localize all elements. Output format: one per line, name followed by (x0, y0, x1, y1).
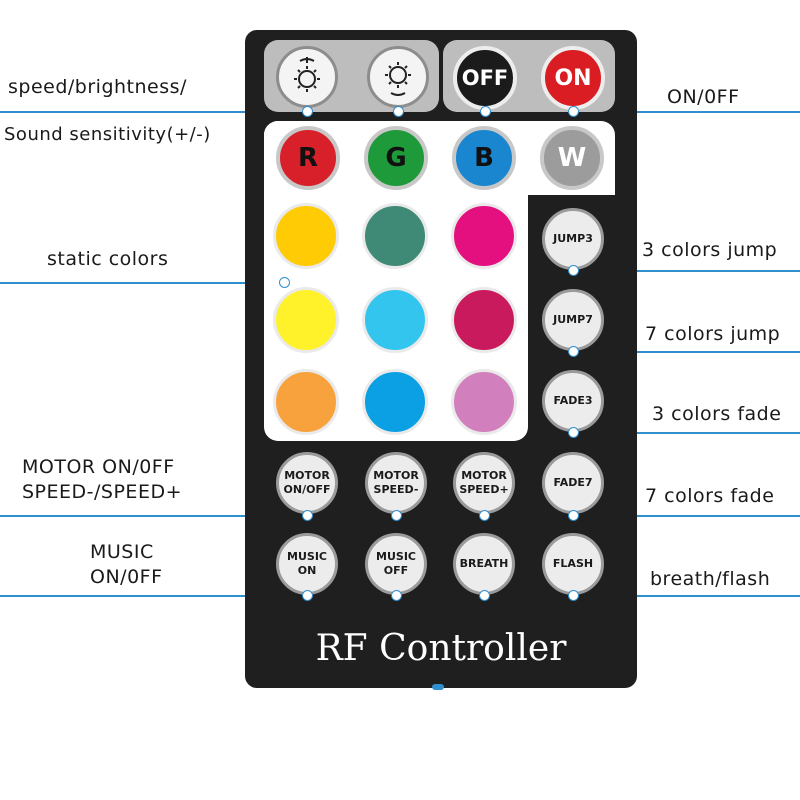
callout-line-jump7 (572, 351, 800, 353)
blue-button[interactable]: B (452, 126, 516, 190)
label-music-onoff: ON/0FF (90, 566, 163, 588)
label-breath-flash: breath/flash (650, 568, 771, 590)
color-swatch-pink-violet[interactable] (451, 369, 517, 435)
callout-dot-motor-1 (302, 510, 313, 521)
motor-speed-plus-line2: SPEED+ (459, 483, 509, 496)
motor-speed-minus-line1: MOTOR (373, 469, 419, 482)
callout-line-onoff (485, 111, 800, 113)
color-swatch-yellow-orange[interactable] (273, 203, 339, 269)
motor-on-off-line2: ON/OFF (283, 483, 331, 496)
flash-button[interactable]: FLASH (542, 533, 604, 595)
label-7-colors-jump: 7 colors jump (645, 323, 781, 345)
callout-dot-music-2 (391, 590, 402, 601)
sun-minus-icon (385, 62, 411, 96)
callout-dot-speed-1 (302, 106, 313, 117)
callout-dot-static (279, 277, 290, 288)
color-swatch-sky-blue[interactable] (362, 369, 428, 435)
jump3-button[interactable]: JUMP3 (542, 208, 604, 270)
label-on-off: ON/0FF (667, 86, 740, 108)
color-swatch-magenta[interactable] (451, 203, 517, 269)
callout-line-static (0, 282, 284, 284)
label-motor-speed: SPEED-/SPEED+ (22, 481, 182, 503)
callout-dot-speed-2 (393, 106, 404, 117)
label-3-colors-jump: 3 colors jump (642, 239, 778, 261)
remote-title: RF Controller (315, 628, 567, 669)
label-3-colors-fade: 3 colors fade (652, 403, 782, 425)
music-off-line1: MUSIC (376, 550, 416, 563)
label-music: MUSIC (90, 541, 154, 563)
color-swatch-crimson[interactable] (451, 287, 517, 353)
callout-line-speed (0, 111, 400, 113)
callout-dot-off (480, 106, 491, 117)
brightness-down-button[interactable] (367, 46, 429, 108)
callout-dot-jump7 (568, 346, 579, 357)
color-swatch-teal-green[interactable] (362, 203, 428, 269)
label-7-colors-fade: 7 colors fade (645, 485, 775, 507)
on-button[interactable]: ON (541, 46, 605, 110)
music-on-line2: ON (297, 564, 317, 577)
fade7-button[interactable]: FADE7 (542, 452, 604, 514)
jump7-button[interactable]: JUMP7 (542, 289, 604, 351)
breath-button[interactable]: BREATH (453, 533, 515, 595)
callout-dot-breath (479, 590, 490, 601)
music-on-line1: MUSIC (287, 550, 327, 563)
color-swatch-yellow[interactable] (273, 287, 339, 353)
white-button[interactable]: W (540, 126, 604, 190)
callout-dot-motor-2 (391, 510, 402, 521)
motor-speed-minus-line2: SPEED- (373, 483, 419, 496)
remote-notch (432, 684, 444, 690)
off-button[interactable]: OFF (453, 46, 517, 110)
red-button[interactable]: R (276, 126, 340, 190)
motor-speed-plus-line1: MOTOR (461, 469, 507, 482)
callout-dot-motor-3 (479, 510, 490, 521)
music-off-line2: OFF (383, 564, 409, 577)
sun-plus-icon (294, 57, 320, 92)
callout-line-jump3 (572, 270, 800, 272)
callout-dot-on (568, 106, 579, 117)
motor-on-off-line1: MOTOR (284, 469, 330, 482)
green-button[interactable]: G (364, 126, 428, 190)
color-swatch-orange[interactable] (273, 369, 339, 435)
callout-dot-flash (568, 590, 579, 601)
label-speed-brightness: speed/brightness/ (8, 76, 187, 98)
callout-dot-fade7 (568, 510, 579, 521)
brightness-up-button[interactable] (276, 46, 338, 108)
fade3-button[interactable]: FADE3 (542, 370, 604, 432)
label-sound-sensitivity: Sound sensitivity(+/-) (4, 124, 211, 145)
color-swatch-light-blue[interactable] (362, 287, 428, 353)
callout-dot-music-1 (302, 590, 313, 601)
callout-dot-jump3 (568, 265, 579, 276)
callout-dot-fade3 (568, 427, 579, 438)
label-static-colors: static colors (47, 248, 169, 270)
label-motor-onoff: MOTOR ON/0FF (22, 456, 175, 478)
callout-line-fade3 (572, 432, 800, 434)
